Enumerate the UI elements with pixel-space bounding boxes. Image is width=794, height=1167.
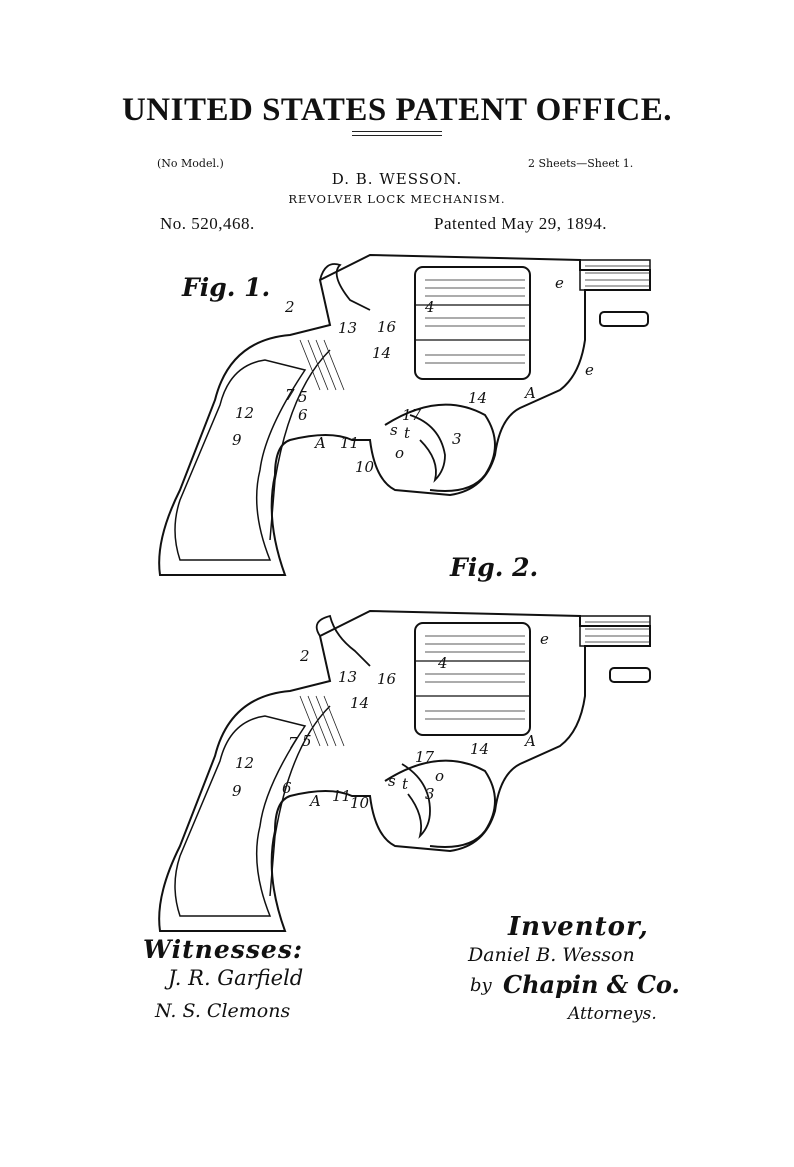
cylinder: [414, 266, 531, 380]
callout-16: 16: [377, 670, 397, 688]
by-label: by: [470, 975, 492, 996]
callout-s: s: [388, 772, 396, 790]
callout-A: A: [523, 384, 536, 402]
grip-panel: [174, 359, 307, 561]
callout-e: e: [540, 630, 549, 648]
callout-14: 14: [468, 389, 487, 407]
witness-2-signature: N. S. Clemons: [155, 1000, 291, 1022]
barrel: [579, 615, 651, 647]
trigger-guard: [384, 759, 496, 848]
figure-1-drawing: 2 13 4 16 e e 7 5 14 A 12 6 17 14 9 A 11…: [158, 253, 651, 576]
callout-6: 6: [282, 779, 292, 797]
callout-17: 17: [402, 406, 422, 424]
callout-s: s: [390, 421, 398, 439]
callout-e: e: [555, 274, 564, 292]
attorney-signature: Chapin & Co.: [503, 970, 680, 999]
inventor-heading: Inventor,: [508, 912, 649, 942]
figure-2-label: Fig. 2.: [450, 553, 539, 582]
callout-17: 17: [415, 748, 435, 766]
callout-5: 5: [298, 388, 308, 406]
callout-14: 14: [372, 344, 391, 362]
witnesses-heading: Witnesses:: [143, 935, 304, 964]
callout-2: 2: [284, 298, 295, 316]
sheet-count: 2 Sheets—Sheet 1.: [528, 157, 634, 170]
callout-A: A: [523, 732, 536, 750]
hammer: [315, 614, 371, 667]
grip-panel: [174, 715, 307, 917]
figure-1-label: Fig. 1.: [182, 273, 271, 302]
mainspring: [269, 349, 331, 541]
patent-number: No. 520,468.: [160, 214, 255, 233]
callout-e: e: [585, 361, 594, 379]
callout-10: 10: [355, 458, 375, 476]
figure-2-drawing: 2 13 4 16 e 7 5 14 12 17 14 A 9 6 A 11 1…: [158, 609, 651, 932]
callout-13: 13: [338, 668, 357, 686]
frame-outline: [158, 609, 651, 932]
trigger: [409, 414, 446, 483]
callout-16: 16: [377, 318, 397, 336]
callout-14: 14: [350, 694, 369, 712]
callout-9: 9: [232, 431, 242, 449]
callout-5: 5: [302, 732, 312, 750]
callout-14: 14: [470, 740, 489, 758]
invention-title: REVOLVER LOCK MECHANISM.: [288, 192, 506, 206]
callout-12: 12: [235, 404, 254, 422]
ejector-rod: [609, 667, 651, 683]
callout-2: 2: [299, 647, 310, 665]
callout-12: 12: [235, 754, 254, 772]
inventor-name: D. B. WESSON.: [331, 170, 463, 188]
barrel: [579, 259, 651, 291]
callout-11: 11: [332, 787, 351, 805]
callout-4: 4: [437, 654, 448, 672]
callout-11: 11: [340, 434, 359, 452]
callout-3: 3: [452, 430, 462, 448]
patented-date: Patented May 29, 1894.: [434, 214, 607, 233]
callout-t: t: [404, 424, 411, 442]
trigger-guard: [384, 403, 496, 492]
inventor-signature: Daniel B. Wesson: [468, 944, 635, 966]
callout-4: 4: [424, 298, 435, 316]
callout-o: o: [395, 444, 404, 462]
cylinder: [414, 622, 531, 736]
frame-outline: [158, 253, 651, 576]
callout-10: 10: [350, 794, 370, 812]
callout-A: A: [313, 434, 326, 452]
callout-9: 9: [232, 782, 242, 800]
no-model-note: (No Model.): [157, 157, 224, 170]
callout-t: t: [402, 775, 409, 793]
callout-A: A: [308, 792, 321, 810]
callout-o: o: [435, 767, 444, 785]
title-rule: [352, 135, 442, 136]
attorneys-label: Attorneys.: [568, 1004, 657, 1024]
title-rule: [352, 131, 442, 132]
callout-7: 7: [288, 734, 298, 752]
callout-13: 13: [338, 319, 357, 337]
callout-7: 7: [285, 386, 295, 404]
callout-3: 3: [425, 785, 435, 803]
trigger: [401, 763, 431, 839]
callout-6: 6: [298, 406, 308, 424]
office-title: UNITED STATES PATENT OFFICE.: [121, 92, 673, 128]
mainspring: [269, 705, 331, 897]
witness-1-signature: J. R. Garfield: [168, 966, 304, 990]
hammer: [319, 263, 371, 311]
ejector-rod: [599, 311, 649, 327]
